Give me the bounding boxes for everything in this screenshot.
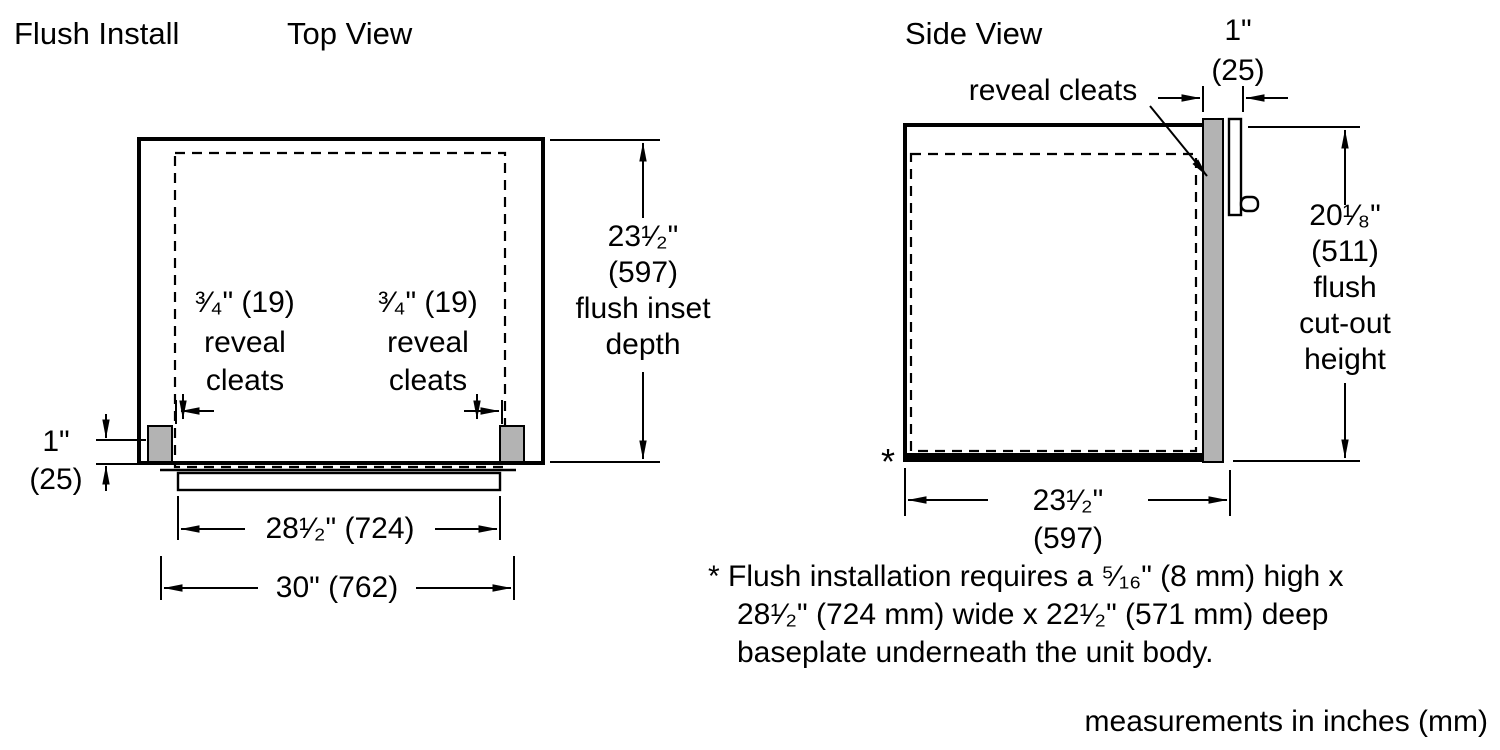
cleat-thickness-value-mm: (25) [1211,54,1264,87]
side-view-reveal-cleat [1202,118,1224,463]
side-view-baseplate [903,453,1204,462]
cleat-left-caption-2: cleats [206,364,284,397]
cutout-height-caption-3: height [1304,343,1386,376]
cutout-height-caption-1: flush [1313,271,1376,304]
footnote: * Flush installation requires a ⁵⁄₁₆" (8… [708,560,1344,669]
top-view-inner-width-dimension: 28¹⁄₂" (724) [177,496,501,545]
top-view-front-dimension: 1" (25) [29,414,146,496]
front-dim-value-mm: (25) [29,463,82,496]
side-view-cutout-height-dimension: 20¹⁄₈" (511) flush cut-out height [1233,126,1392,462]
side-view-door-knob [1239,195,1260,213]
side-view-reveal-cleats-callout: reveal cleats [969,74,1208,177]
top-view-label: Top View [287,16,413,51]
side-view-cabinet-outline [903,123,1224,461]
top-view: 23¹⁄₂" (597) flush inset depth ³⁄₄" (19)… [29,137,711,604]
outer-width-value: 30" (762) [276,571,398,604]
side-view: * reveal cleats 1" (25) 20¹⁄₈" (511) flu… [881,14,1392,555]
cutout-height-caption-2: cut-out [1299,307,1391,340]
depth-caption-1: flush inset [575,292,711,325]
top-view-outer-width-dimension: 30" (762) [160,556,515,604]
cleat-left-value: ³⁄₄" (19) [195,286,295,319]
cleat-right-caption-1: reveal [387,326,469,359]
cleat-right-caption-2: cleats [389,364,467,397]
cutout-height-value: 20¹⁄₈" [1309,199,1380,232]
top-view-cleat-left-callout: ³⁄₄" (19) reveal cleats [175,286,295,424]
top-view-cleat-right-callout: ³⁄₄" (19) reveal cleats [378,286,503,424]
callout-leader-arrow [1149,105,1208,177]
depth-value-mm: (597) [608,256,678,289]
cleat-thickness-value: 1" [1224,14,1251,47]
depth-caption-2: depth [605,328,680,361]
inner-width-value: 28¹⁄₂" (724) [265,512,414,545]
side-view-unit-dashed-outline [909,152,1198,453]
footnote-line-3: baseplate underneath the unit body. [737,636,1213,669]
side-depth-value: 23¹⁄₂" [1033,484,1104,517]
front-dim-value: 1" [42,425,69,458]
top-view-unit-dashed-outline [173,151,507,469]
page-title: Flush Install [14,16,179,51]
top-view-door-front [176,471,502,492]
footnote-line-2: 28¹⁄₂" (724 mm) wide x 22¹⁄₂" (571 mm) d… [737,598,1328,631]
side-view-door-panel [1227,117,1243,217]
units-note: measurements in inches (mm) [1085,705,1488,738]
top-view-depth-dimension: 23¹⁄₂" (597) flush inset depth [550,139,711,463]
side-view-label: Side View [905,16,1043,51]
top-view-cabinet-outline [137,137,545,465]
reveal-cleats-label: reveal cleats [969,74,1137,107]
baseplate-asterisk: * [881,441,895,482]
top-view-reveal-cleat-left [147,425,173,463]
side-view-depth-dimension: 23¹⁄₂" (597) [904,468,1231,555]
depth-value: 23¹⁄₂" [608,220,679,253]
cleat-left-caption-1: reveal [204,326,286,359]
side-view-cleat-thickness-dimension: 1" (25) [1158,14,1288,112]
top-view-reveal-cleat-right [499,425,525,463]
cleat-right-value: ³⁄₄" (19) [378,286,478,319]
cutout-height-value-mm: (511) [1311,235,1379,268]
footnote-line-1: * Flush installation requires a ⁵⁄₁₆" (8… [708,560,1344,593]
side-depth-value-mm: (597) [1033,522,1103,555]
